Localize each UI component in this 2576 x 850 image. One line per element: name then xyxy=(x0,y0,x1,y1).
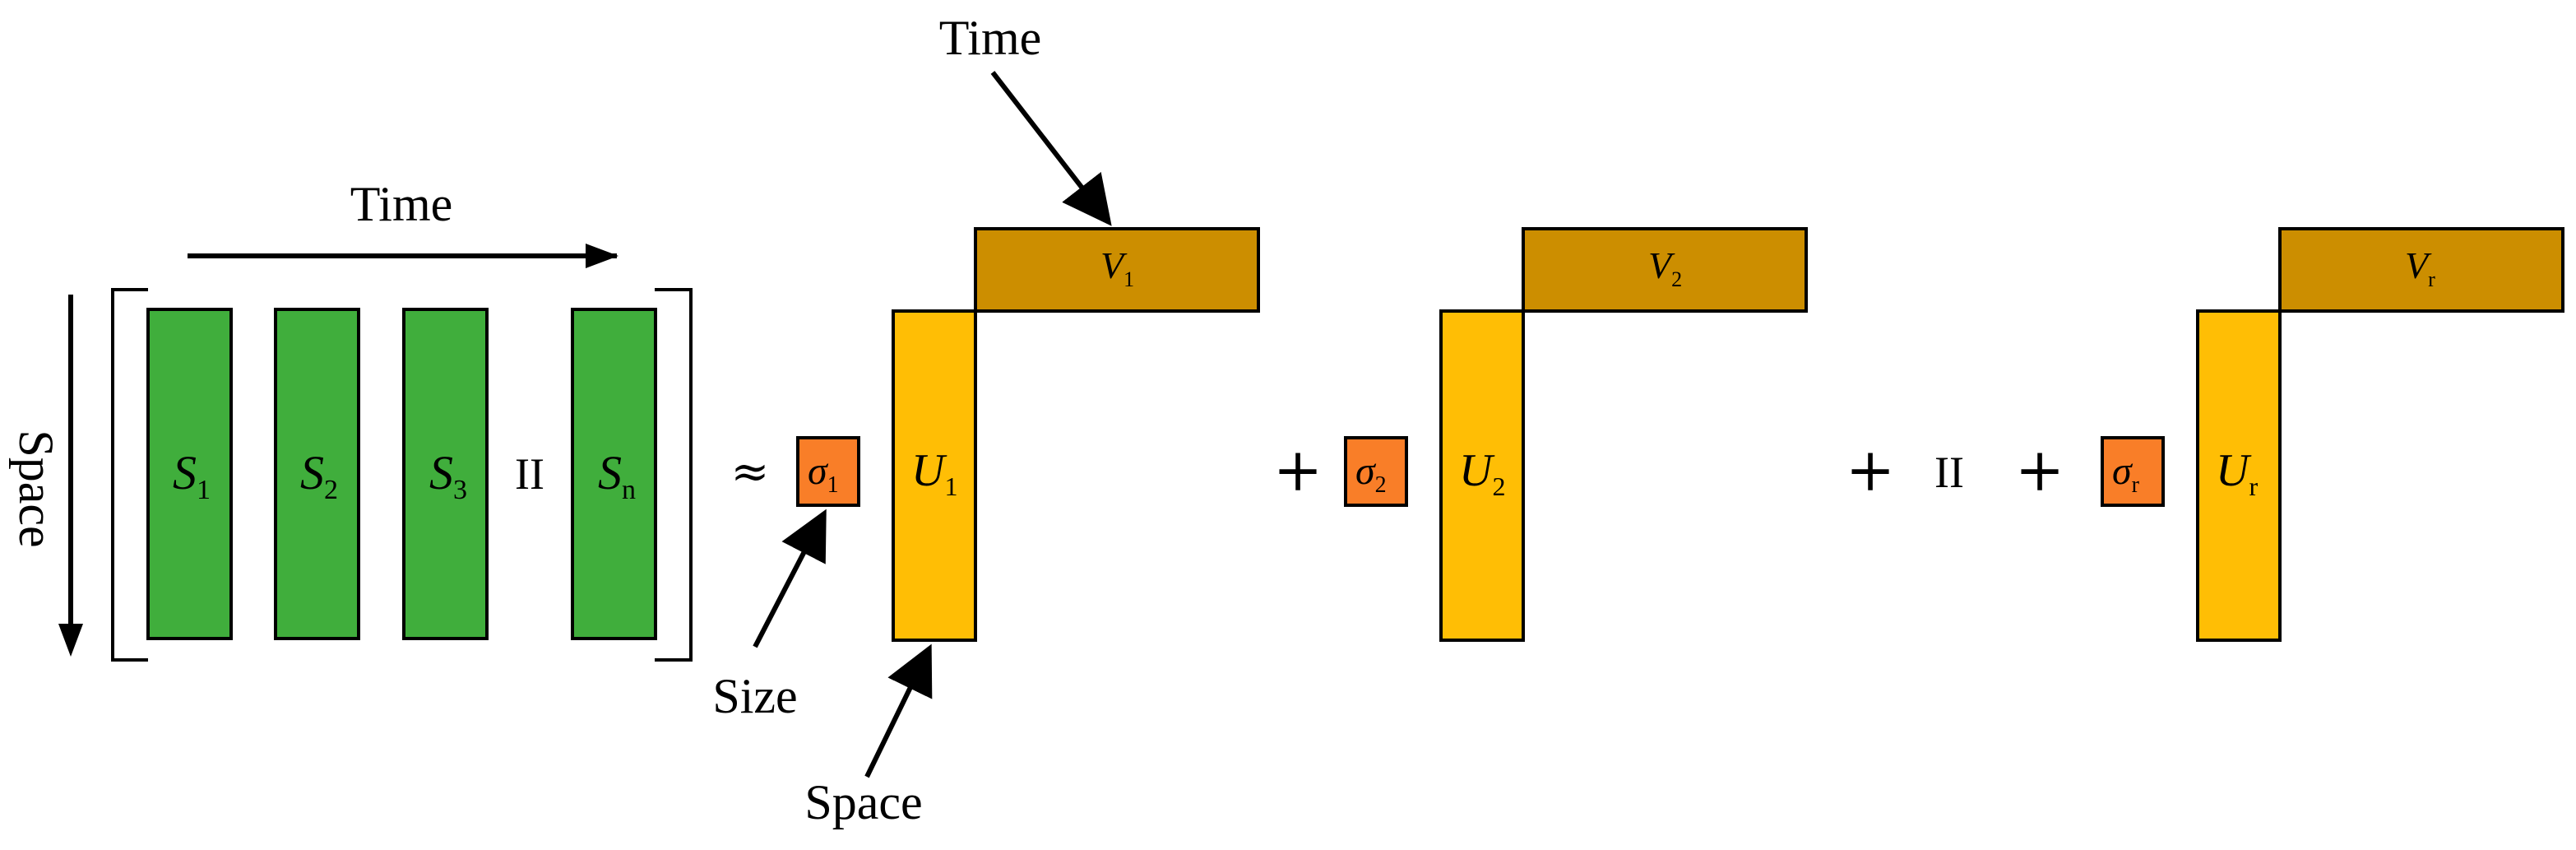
v-label-2: V2 xyxy=(1648,244,1682,291)
v-label-r: Vr xyxy=(2405,244,2435,291)
sigma-box-1 xyxy=(796,436,860,507)
u-mode-2 xyxy=(1439,309,1525,642)
matrix-left-bracket xyxy=(111,288,148,662)
snapshot-label-s1: S1 xyxy=(173,446,211,505)
v-mode-1 xyxy=(974,227,1260,313)
space-callout-label: Space xyxy=(804,775,922,829)
v-mode-2 xyxy=(1522,227,1808,313)
v-mode-r xyxy=(2278,227,2564,313)
space-axis-arrowhead xyxy=(58,624,83,657)
size-callout-arrow xyxy=(753,509,827,648)
snapshot-column-sn xyxy=(571,308,657,640)
sigma-label-1: σ1 xyxy=(808,449,839,498)
time-callout-arrow xyxy=(990,71,1112,226)
time-axis-arrowhead xyxy=(586,244,619,268)
u-label-r: Ur xyxy=(2216,445,2258,501)
series-ellipsis: II xyxy=(1934,448,1964,497)
plus-operator-3: + xyxy=(2015,435,2064,504)
matrix-ellipsis: II xyxy=(515,449,544,499)
sigma-box-2 xyxy=(1344,436,1408,507)
time-callout-label: Time xyxy=(939,11,1042,65)
u-label-1: U1 xyxy=(911,445,957,501)
space-axis-label: Space xyxy=(9,430,63,547)
u-mode-r xyxy=(2196,309,2282,642)
sigma-box-r xyxy=(2101,436,2165,507)
v-label-1: V1 xyxy=(1100,244,1134,291)
snapshot-column-s2 xyxy=(274,308,360,640)
space-callout-arrow xyxy=(864,643,933,778)
u-label-2: U2 xyxy=(1459,445,1505,501)
sigma-label-2: σ2 xyxy=(1355,449,1387,498)
u-mode-1 xyxy=(892,309,977,642)
snapshot-label-s3: S3 xyxy=(429,446,467,505)
snapshot-column-s1 xyxy=(146,308,233,640)
plus-operator-1: + xyxy=(1273,435,1323,504)
snapshot-label-s2: S2 xyxy=(300,446,338,505)
plus-operator-2: + xyxy=(1846,435,1895,504)
snapshot-column-s3 xyxy=(402,308,489,640)
size-callout-label: Size xyxy=(712,669,797,723)
matrix-right-bracket xyxy=(655,288,693,662)
sigma-label-r: σr xyxy=(2112,449,2140,498)
approx-operator: ≈ xyxy=(731,445,770,499)
snapshot-label-sn: Sn xyxy=(598,446,636,505)
time-axis-label: Time xyxy=(350,177,453,231)
